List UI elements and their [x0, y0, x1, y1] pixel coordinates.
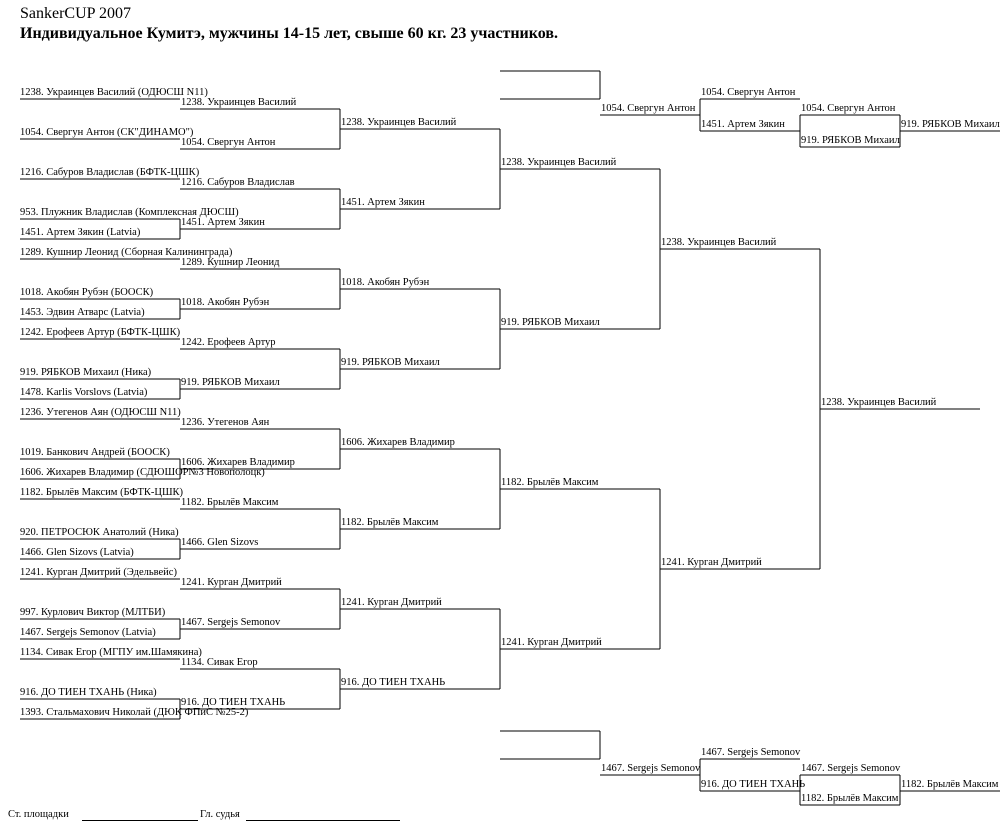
round1-competitor: 1054. Свергун Антон (СК"ДИНАМО") [20, 127, 194, 138]
round2-competitor: 1606. Жихарев Владимир [181, 457, 295, 468]
repechage-bottom-competitor: 916. ДО ТИЕН ТХАНЬ [701, 779, 806, 790]
round2-competitor: 1467. Sergejs Semonov [181, 617, 281, 628]
round1-competitor: 953. Плужник Владислав (Комплексная ДЮСШ… [20, 207, 239, 218]
round1-competitor: 1242. Ерофеев Артур (БФТК-ЦШК) [20, 327, 181, 338]
repechage-top-competitor: 1054. Свергун Антон [701, 87, 796, 98]
repechage-bottom-competitor: 1467. Sergejs Semonov [801, 763, 901, 774]
page-subtitle: Индивидуальное Кумитэ, мужчины 14-15 лет… [20, 25, 558, 42]
repechage-bottom-competitor: 1182. Брылёв Максим [801, 793, 899, 804]
round3-competitor: 1018. Акобян Рубэн [341, 277, 430, 288]
court-judge-signature-line [82, 820, 198, 821]
court-judge-label: Ст. площадки [8, 809, 69, 820]
round1-competitor: 1241. Курган Дмитрий (Эдельвейс) [20, 567, 177, 578]
round1-competitor: 1393. Стальмахович Николай (ДЮК ФПиС №25… [20, 707, 249, 718]
repechage-top-competitor: 1451. Артем Зякин [701, 119, 785, 130]
round2-competitor: 1018. Акобян Рубэн [181, 297, 270, 308]
round1-competitor: 1606. Жихарев Владимир (СДЮШОР№3 Новопол… [20, 467, 265, 478]
round1-competitor: 1467. Sergejs Semonov (Latvia) [20, 627, 156, 638]
round4-competitor: 919. РЯБКОВ Михаил [501, 317, 600, 328]
round2-competitor: 1241. Курган Дмитрий [181, 577, 282, 588]
round2-competitor: 1289. Кушнир Леонид [181, 257, 280, 268]
round1-competitor: 919. РЯБКОВ Михаил (Ника) [20, 367, 152, 378]
repechage-bottom-competitor: 1467. Sergejs Semonov [701, 747, 801, 758]
round2-competitor: 1216. Сабуров Владислав [181, 177, 295, 188]
chief-judge-label: Гл. судья [200, 809, 240, 820]
round3-competitor: 1451. Артем Зякин [341, 197, 425, 208]
round1-competitor: 1216. Сабуров Владислав (БФТК-ЦШК) [20, 167, 200, 178]
round2-competitor: 919. РЯБКОВ Михаил [181, 377, 280, 388]
finalist: 1238. Украинцев Василий [661, 237, 777, 248]
round1-competitor: 1466. Glen Sizovs (Latvia) [20, 547, 134, 558]
round3-competitor: 1238. Украинцев Василий [341, 117, 457, 128]
repechage-top-competitor: 1054. Свергун Антон [601, 103, 696, 114]
page-title: SankerCUP 2007 [20, 5, 131, 22]
round3-competitor: 1606. Жихарев Владимир [341, 437, 455, 448]
round4-competitor: 1241. Курган Дмитрий [501, 637, 602, 648]
round2-competitor: 1242. Ерофеев Артур [181, 337, 276, 348]
round4-competitor: 1238. Украинцев Василий [501, 157, 617, 168]
round3-competitor: 1182. Брылёв Максим [341, 517, 439, 528]
round1-competitor: 1451. Артем Зякин (Latvia) [20, 227, 141, 238]
round1-competitor: 1289. Кушнир Леонид (Сборная Калининград… [20, 247, 233, 258]
round2-competitor: 1466. Glen Sizovs [181, 537, 259, 548]
round1-competitor: 1453. Эдвин Атварс (Latvia) [20, 307, 145, 318]
round2-competitor: 1451. Артем Зякин [181, 217, 265, 228]
chief-judge-signature-line [246, 820, 400, 821]
round2-competitor: 1054. Свергун Антон [181, 137, 276, 148]
round1-competitor: 916. ДО ТИЕН ТХАНЬ (Ника) [20, 687, 157, 698]
round3-competitor: 916. ДО ТИЕН ТХАНЬ [341, 677, 446, 688]
repechage-top-winner: 919. РЯБКОВ Михаил [901, 119, 1000, 130]
round1-competitor: 1236. Утегенов Аян (ОДЮСШ N11) [20, 407, 181, 418]
finalist: 1241. Курган Дмитрий [661, 557, 762, 568]
round1-competitor: 1182. Брылёв Максим (БФТК-ЦШК) [20, 487, 184, 498]
round3-competitor: 919. РЯБКОВ Михаил [341, 357, 440, 368]
round1-competitor: 997. Курлович Виктор (МЛТБИ) [20, 607, 166, 618]
round4-competitor: 1182. Брылёв Максим [501, 477, 599, 488]
repechage-bottom-winner: 1182. Брылёв Максим [901, 779, 999, 790]
repechage-top-competitor: 1054. Свергун Антон [801, 103, 896, 114]
round1-competitor: 1478. Karlis Vorslovs (Latvia) [20, 387, 148, 398]
round2-competitor: 1236. Утегенов Аян [181, 417, 270, 428]
winner-label: 1238. Украинцев Василий [821, 397, 937, 408]
round2-competitor: 916. ДО ТИЕН ТХАНЬ [181, 697, 286, 708]
repechage-top-competitor: 919. РЯБКОВ Михаил [801, 135, 900, 146]
round2-competitor: 1134. Сивак Егор [181, 657, 258, 668]
round1-competitor: 1134. Сивак Егор (МГПУ им.Шамякина) [20, 647, 202, 658]
round2-competitor: 1182. Брылёв Максим [181, 497, 279, 508]
round3-competitor: 1241. Курган Дмитрий [341, 597, 442, 608]
round1-competitor: 920. ПЕТРОСЮК Анатолий (Ника) [20, 527, 179, 538]
round1-competitor: 1238. Украинцев Василий (ОДЮСШ N11) [20, 87, 208, 98]
round2-competitor: 1238. Украинцев Василий [181, 97, 297, 108]
round1-competitor: 1018. Акобян Рубэн (БООСК) [20, 287, 154, 298]
round1-competitor: 1019. Банкович Андрей (БООСК) [20, 447, 170, 458]
repechage-bottom-competitor: 1467. Sergejs Semonov [601, 763, 701, 774]
